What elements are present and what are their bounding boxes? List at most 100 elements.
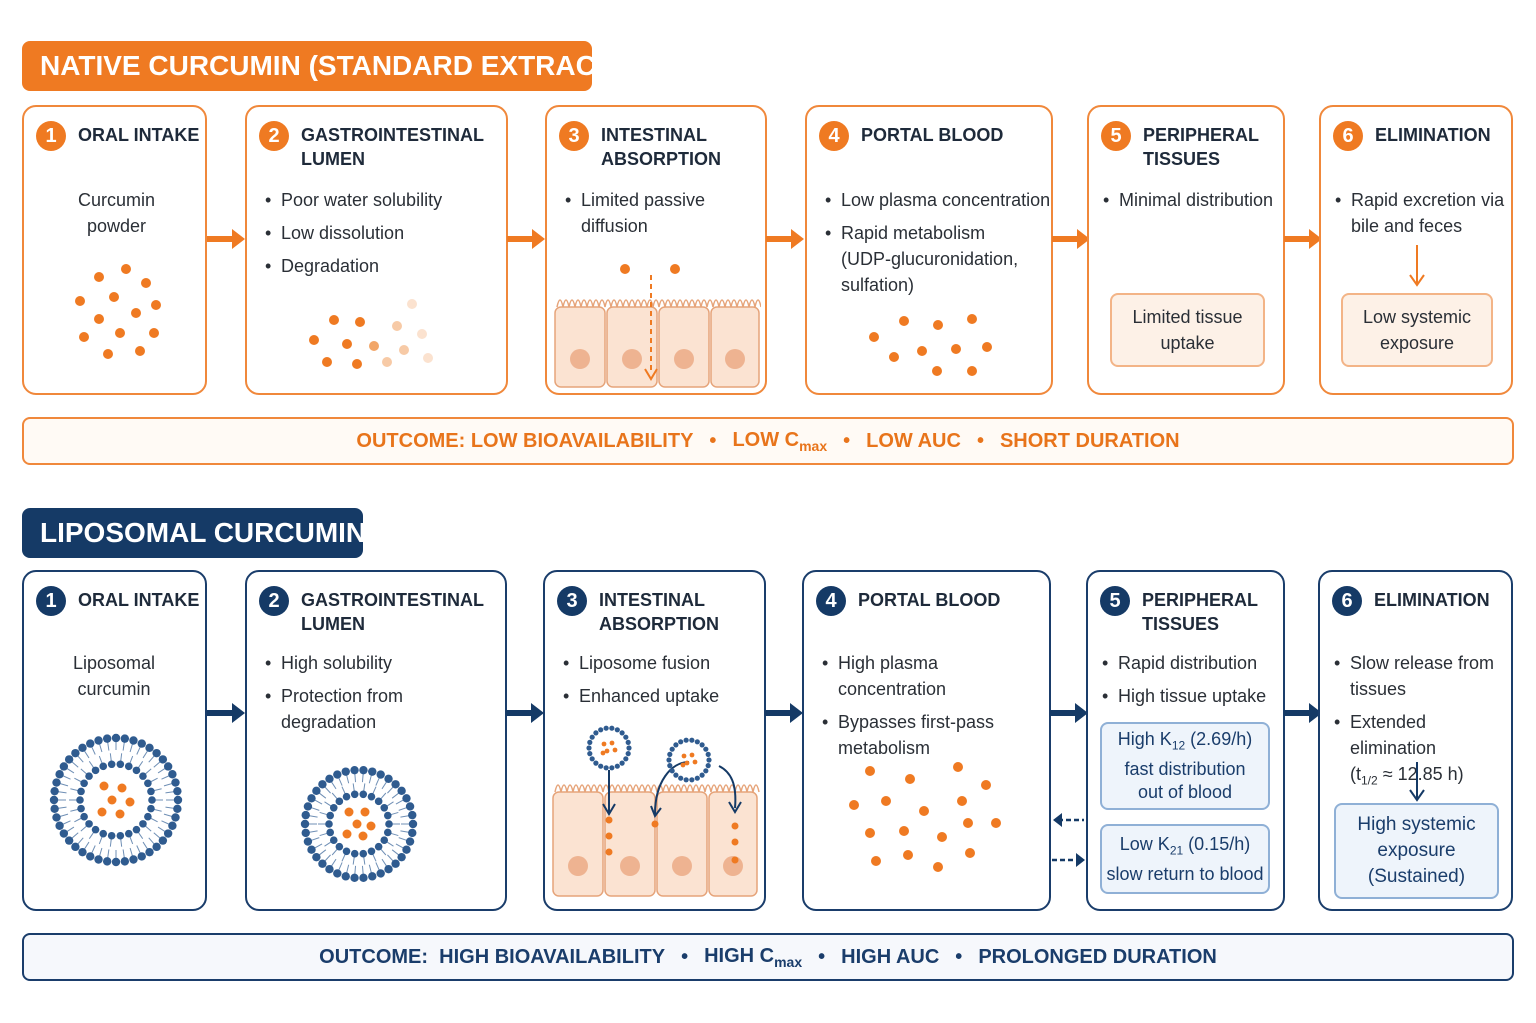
bullet-item: Bypasses first-pass metabolism	[820, 709, 1049, 761]
plasma-particles-illustration	[869, 314, 992, 376]
bullet-item: Low dissolution	[263, 220, 442, 246]
bullet-item: Protection from degradation	[263, 683, 403, 735]
step-number-badge: 3	[557, 586, 587, 616]
native-stage-elimination: 6 ELIMINATION Rapid excretion via bile a…	[1319, 105, 1513, 395]
separator-dot: •	[843, 429, 851, 452]
stage-bullet-list: Low plasma concentration Rapid metabolis…	[823, 187, 1050, 305]
bullet-item: High solubility	[263, 650, 403, 676]
intestinal-epithelium-illustration	[554, 264, 761, 388]
flow-arrow-icon	[207, 703, 245, 723]
native-stage-intestinal-absorption: 3 INTESTINAL ABSORPTION Limited passive …	[545, 105, 767, 395]
bullet-item: Extended elimination(t1/2 ≈ 12.85 h)	[1332, 709, 1511, 794]
step-number-badge: 3	[559, 121, 589, 151]
step-number-badge: 4	[819, 121, 849, 151]
k21-return-callout: Low K21 (0.15/h) slow return to blood	[1100, 824, 1270, 894]
stage-bullet-list: Liposome fusion Enhanced uptake	[561, 650, 719, 716]
stage-title: GASTROINTESTINAL LUMEN	[301, 590, 484, 634]
bullet-item: Rapid distribution	[1100, 650, 1266, 676]
flow-arrow-icon	[1052, 229, 1090, 249]
step-number-badge: 6	[1333, 121, 1363, 151]
bullet-item: Limited passive diffusion	[563, 187, 705, 239]
flow-arrow-icon	[506, 703, 544, 723]
stage-bullet-list: High plasma concentration Bypasses first…	[820, 650, 1049, 768]
bullet-item: Enhanced uptake	[561, 683, 719, 709]
stage-title: ELIMINATION	[1375, 125, 1491, 145]
liposomal-stage-oral-intake: 1 ORAL INTAKE Liposomal curcumin	[22, 570, 207, 911]
stage-bullet-list: Slow release from tissues Extended elimi…	[1332, 650, 1511, 801]
protected-liposome-illustration	[300, 765, 418, 883]
flow-arrow-icon	[1284, 229, 1322, 249]
step-number-badge: 4	[816, 586, 846, 616]
native-stage-gi-lumen: 2 GASTROINTESTINAL LUMEN Poor water solu…	[245, 105, 508, 395]
step-number-badge: 6	[1332, 586, 1362, 616]
bullet-item: Degradation	[263, 253, 442, 279]
degrading-particles-illustration	[309, 299, 433, 369]
stage-title: INTESTINAL ABSORPTION	[601, 125, 722, 169]
stage-title: GASTROINTESTINAL LUMEN	[301, 125, 484, 169]
outcome-duration: SHORT DURATION	[999, 429, 1180, 452]
stage-description: Liposomal curcumin	[72, 653, 156, 699]
separator-dot: •	[681, 945, 689, 968]
bullet-item: High tissue uptake	[1100, 683, 1266, 709]
liposomal-stage-peripheral-tissues: 5 PERIPHERAL TISSUES Rapid distribution …	[1086, 570, 1285, 911]
liposome-illustration	[49, 733, 183, 867]
k12-distribution-callout: High K12 (2.69/h) fast distribution out …	[1100, 722, 1270, 810]
flow-arrow-icon	[1284, 703, 1322, 723]
stage-title: ORAL INTAKE	[78, 590, 200, 610]
outcome-auc: LOW AUC	[866, 429, 961, 452]
liposomal-stage-elimination: 6 ELIMINATION Slow release from tissues …	[1318, 570, 1513, 911]
liposomal-stage-intestinal-absorption: 3 INTESTINAL ABSORPTION Liposome fusion …	[543, 570, 766, 911]
stage-bullet-list: Rapid distribution High tissue uptake	[1100, 650, 1266, 716]
step-number-badge: 5	[1100, 586, 1130, 616]
bullet-item: Minimal distribution	[1101, 187, 1273, 213]
distribution-dashed-arrow-icon	[1052, 853, 1085, 867]
stage-title: PERIPHERAL TISSUES	[1143, 125, 1260, 169]
step-number-badge: 1	[36, 121, 66, 151]
outcome-bioavailability: OUTCOME: LOW BIOAVAILABILITY	[356, 429, 694, 452]
flow-arrow-icon	[766, 229, 804, 249]
stage-title: PORTAL BLOOD	[858, 590, 1001, 610]
stage-bullet-list: High solubility Protection from degradat…	[263, 650, 403, 742]
stage-bullet-list: Limited passive diffusion	[563, 187, 705, 246]
outcome-cmax: HIGH Cmax	[704, 944, 803, 970]
stage-title: PORTAL BLOOD	[861, 125, 1004, 145]
liposomal-section-title: LIPOSOMAL CURCUMIN	[22, 508, 366, 558]
step-number-badge: 5	[1101, 121, 1131, 151]
separator-dot: •	[955, 945, 963, 968]
stage-title: ELIMINATION	[1374, 590, 1490, 610]
separator-dot: •	[818, 945, 826, 968]
down-arrow-icon	[1409, 245, 1425, 287]
stage-title: INTESTINAL ABSORPTION	[599, 590, 720, 634]
flow-arrow-icon	[207, 229, 245, 249]
curcumin-powder-illustration	[75, 264, 161, 359]
stage-bullet-list: Poor water solubility Low dissolution De…	[263, 187, 442, 286]
bullet-item: Low plasma concentration	[823, 187, 1050, 213]
liposomal-stage-portal-blood: 4 PORTAL BLOOD High plasma concentration…	[802, 570, 1051, 911]
stage-title: ORAL INTAKE	[78, 125, 200, 145]
step-number-badge: 1	[36, 586, 66, 616]
step-number-badge: 2	[259, 121, 289, 151]
native-stage-oral-intake: 1 ORAL INTAKE Curcumin powder	[22, 105, 207, 395]
low-systemic-exposure-callout: Low systemic exposure	[1341, 293, 1493, 367]
outcome-bioavailability: OUTCOME: HIGH BIOAVAILABILITY	[319, 945, 666, 968]
flow-arrow-icon	[765, 703, 803, 723]
stage-title: PERIPHERAL TISSUES	[1142, 590, 1259, 634]
native-outcome-banner: OUTCOME: LOW BIOAVAILABILITY • LOW Cmax …	[22, 417, 1514, 465]
flow-arrow-icon	[1050, 703, 1088, 723]
limited-tissue-uptake-callout: Limited tissue uptake	[1110, 293, 1265, 367]
stage-bullet-list: Minimal distribution	[1101, 187, 1273, 220]
separator-dot: •	[709, 429, 717, 452]
flow-arrow-icon	[507, 229, 545, 249]
liposomal-outcome-banner: OUTCOME: HIGH BIOAVAILABILITY • HIGH Cma…	[22, 933, 1514, 981]
high-systemic-exposure-callout: High systemic exposure (Sustained)	[1334, 803, 1499, 899]
liposome-fusion-illustration	[552, 725, 760, 897]
separator-dot: •	[976, 429, 984, 452]
bullet-item: Slow release from tissues	[1332, 650, 1511, 702]
bullet-item: Poor water solubility	[263, 187, 442, 213]
native-section-title: NATIVE CURCUMIN (STANDARD EXTRACT)	[22, 41, 622, 91]
bullet-item: Rapid excretion via bile and feces	[1333, 187, 1504, 239]
bullet-item: Liposome fusion	[561, 650, 719, 676]
bullet-item: High plasma concentration	[820, 650, 1049, 702]
step-number-badge: 2	[259, 586, 289, 616]
down-arrow-icon	[1409, 762, 1425, 802]
